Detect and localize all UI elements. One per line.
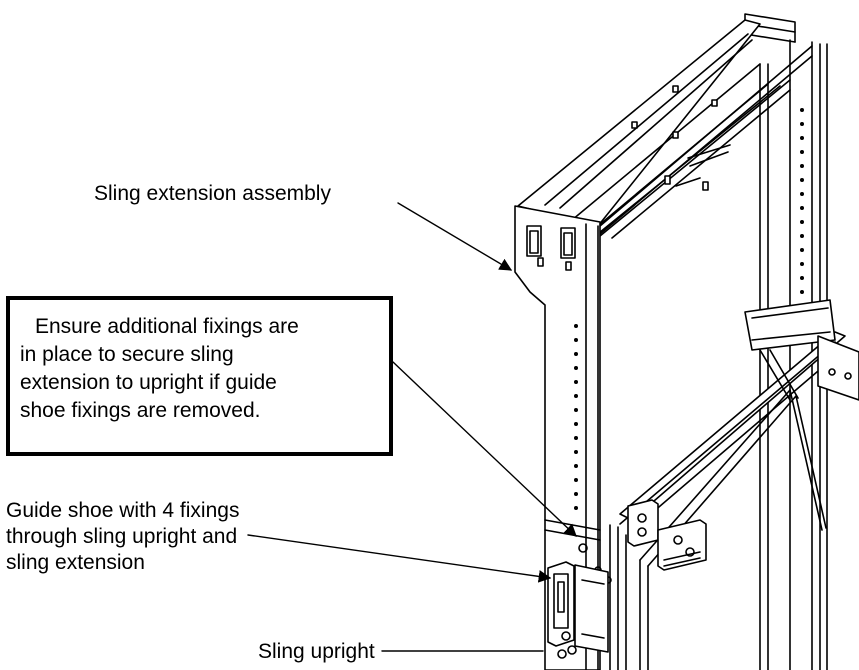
warning-line-2: in place to secure sling <box>20 343 234 366</box>
leader-sling-extension <box>397 202 513 271</box>
guide-shoe <box>547 561 609 659</box>
warning-line-1: Ensure additional fixings are <box>35 315 299 338</box>
rear-upright-holes <box>800 108 804 336</box>
label-guide-shoe-line-2: through sling upright and <box>6 525 238 548</box>
front-upright-holes <box>574 324 578 510</box>
cross-member <box>619 299 859 670</box>
leader-guide-shoe <box>247 534 552 583</box>
warning-box: Ensure additional fixings are in place t… <box>6 296 393 456</box>
leader-lines <box>247 202 577 652</box>
label-sling-extension-assembly: Sling extension assembly <box>94 182 331 205</box>
leader-warning <box>392 361 577 537</box>
label-sling-upright: Sling upright <box>258 640 375 663</box>
crossbeam-fixings <box>631 85 731 191</box>
label-guide-shoe-line-3: sling extension <box>6 551 145 574</box>
label-guide-shoe-line-1: Guide shoe with 4 fixings <box>6 499 240 522</box>
front-brackets <box>627 499 707 571</box>
warning-line-4: shoe fixings are removed. <box>20 399 261 422</box>
warning-line-3: extension to upright if guide <box>20 371 277 394</box>
lower-upright-section <box>544 519 627 670</box>
